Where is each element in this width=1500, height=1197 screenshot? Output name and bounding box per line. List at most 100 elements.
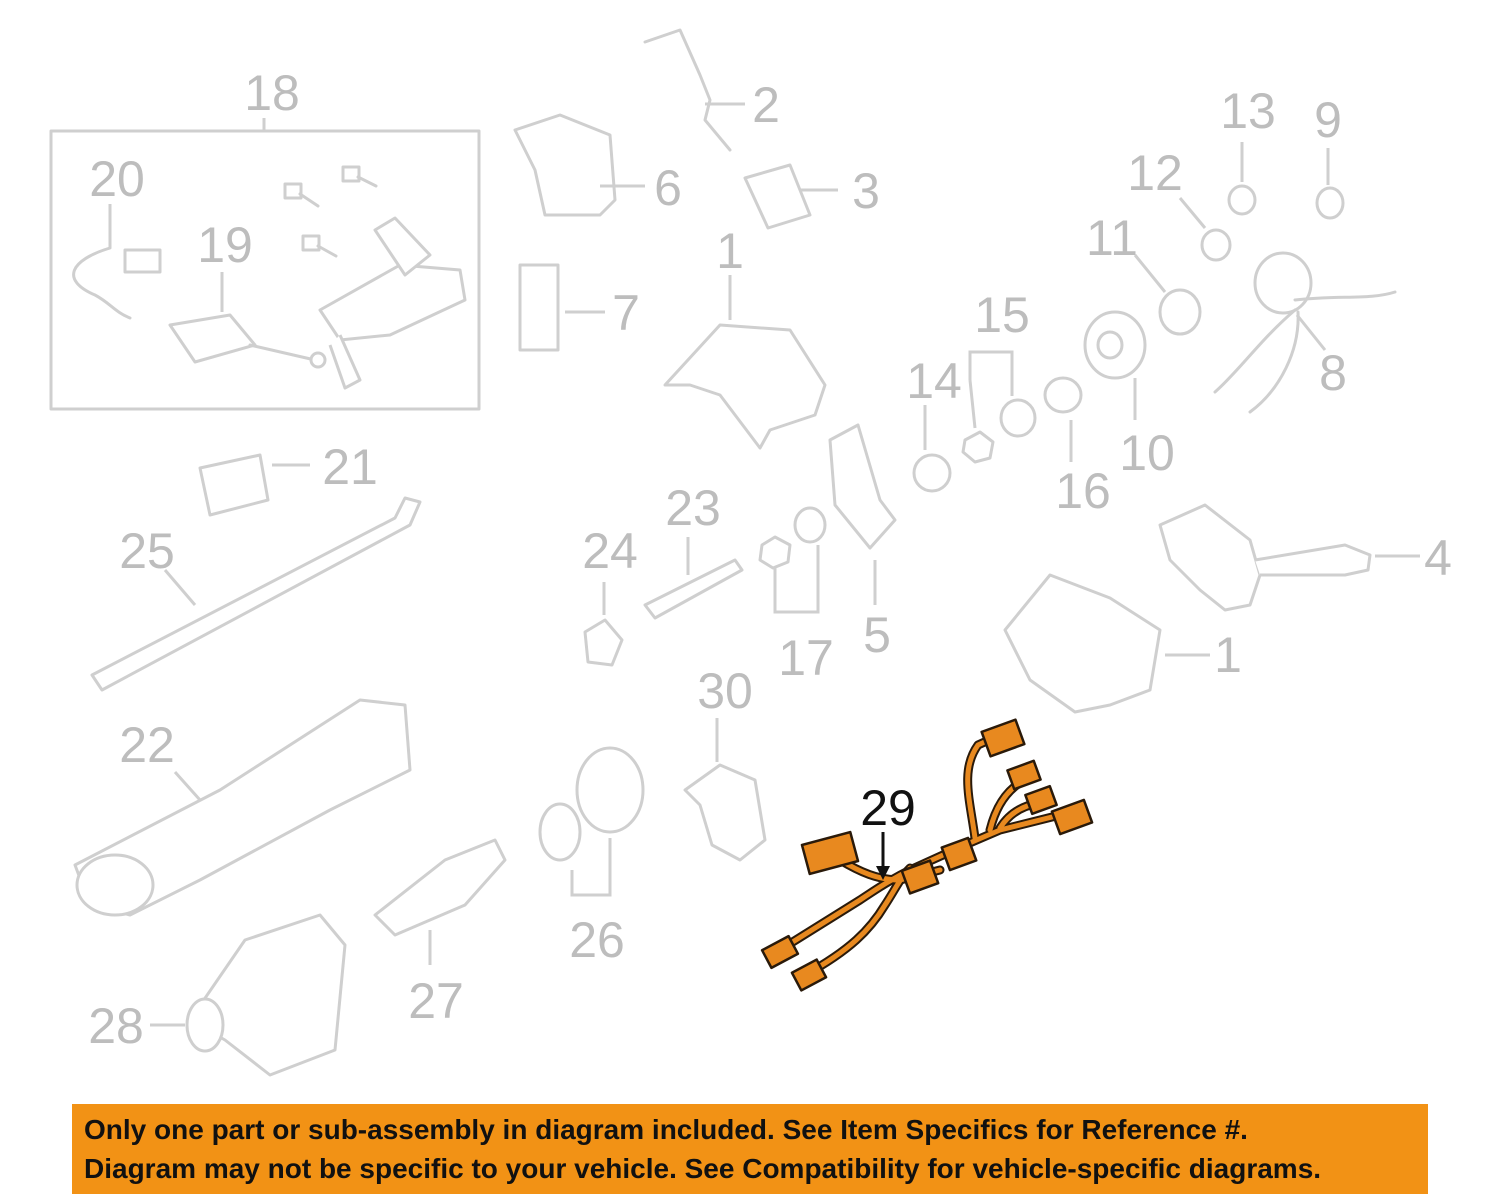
harness-connector-left (800, 830, 860, 876)
part-3 (743, 163, 812, 230)
harness-connector-2 (1006, 759, 1042, 791)
callout-20: 20 (89, 151, 145, 207)
part-29-harness (760, 718, 1094, 992)
leader-25 (163, 569, 197, 606)
leader-22 (173, 771, 202, 801)
leader-26 (570, 838, 612, 897)
leader-15b (968, 379, 977, 429)
callout-12: 12 (1127, 145, 1183, 201)
callout-25: 25 (119, 523, 175, 579)
callout-4: 4 (1424, 530, 1452, 586)
part-20-connector (123, 248, 162, 274)
part-7 (518, 263, 560, 352)
callout-27: 27 (408, 973, 464, 1029)
part-8 (1253, 251, 1313, 315)
part-19-rod (248, 343, 317, 362)
harness-clip-b (940, 836, 978, 872)
leader-11 (1133, 254, 1167, 293)
part-27 (373, 838, 507, 937)
callout-22: 22 (119, 717, 175, 773)
callout-8: 8 (1319, 345, 1347, 401)
part-18-bracket (318, 263, 467, 342)
callout-1b: 1 (1214, 627, 1242, 683)
part-14-bearing (912, 453, 952, 493)
part-1-upper-shroud (663, 323, 827, 450)
part-18-arm (328, 334, 362, 390)
part-23 (643, 558, 744, 620)
callout-21: 21 (322, 439, 378, 495)
callout-24: 24 (582, 523, 638, 579)
leader-29-arrow (876, 866, 890, 880)
disclaimer-line-2: Diagram may not be specific to your vehi… (84, 1153, 1322, 1184)
part-2 (643, 28, 732, 152)
part-11 (1158, 288, 1202, 336)
part-16 (1043, 376, 1083, 414)
callout-5: 5 (863, 607, 891, 663)
callout-3: 3 (852, 163, 880, 219)
callout-16: 16 (1055, 463, 1111, 519)
callout-1a: 1 (716, 223, 744, 279)
leader-15 (968, 350, 1014, 396)
leader-8 (1295, 314, 1327, 351)
callout-19: 19 (197, 217, 253, 273)
callout-29: 29 (860, 780, 916, 836)
callout-17: 17 (778, 630, 834, 686)
part-4 (1158, 503, 1262, 612)
callout-23: 23 (665, 480, 721, 536)
part-6 (513, 113, 617, 217)
callout-28: 28 (88, 998, 144, 1054)
callout-18: 18 (244, 65, 300, 121)
part-10-bore (1096, 330, 1124, 360)
part-13 (1227, 184, 1257, 216)
callout-9: 9 (1314, 92, 1342, 148)
part-21 (198, 453, 270, 517)
callout-30: 30 (697, 663, 753, 719)
harness-connector-bottom-a (760, 934, 800, 970)
callout-7: 7 (612, 285, 640, 341)
callout-14: 14 (906, 353, 962, 409)
leader-12 (1178, 197, 1207, 229)
parts-diagram: 1 1 2 3 4 5 6 7 8 9 10 11 12 13 14 15 16… (49, 28, 1452, 1077)
callout-6: 6 (654, 160, 682, 216)
screw-icons (283, 165, 378, 258)
part-22-end (75, 853, 155, 917)
callout-10: 10 (1119, 425, 1175, 481)
part-9 (1315, 186, 1345, 220)
harness-connector-top (980, 718, 1026, 758)
part-19 (168, 313, 257, 364)
callout-26: 26 (569, 912, 625, 968)
part-20-cable (72, 246, 132, 320)
part-15-nut (961, 430, 995, 464)
part-24 (583, 618, 624, 667)
part-8-wire-b (1213, 308, 1297, 394)
harness-connector-3 (1024, 784, 1058, 816)
part-25 (90, 496, 422, 692)
part-19-eye (309, 351, 327, 369)
part-28-mouth (185, 997, 225, 1053)
harness-connector-4 (1050, 798, 1094, 836)
harness-clip-a (900, 859, 940, 895)
part-12 (1200, 228, 1232, 262)
part-26-bushing (538, 802, 582, 862)
part-8-wire-a (1293, 290, 1397, 302)
part-28 (188, 913, 347, 1077)
part-8-wire-c (1248, 310, 1300, 414)
part-17-nut (758, 535, 792, 570)
part-26-bearing (575, 746, 645, 834)
part-4-stalk (1254, 543, 1372, 577)
part-30 (683, 763, 767, 862)
callout-13: 13 (1220, 83, 1276, 139)
callout-2: 2 (752, 77, 780, 133)
disclaimer-banner: Only one part or sub-assembly in diagram… (72, 1104, 1428, 1194)
part-15-bearing (999, 398, 1037, 438)
part-18-lever (373, 216, 432, 277)
callout-15: 15 (974, 287, 1030, 343)
part-10 (1083, 310, 1147, 380)
disclaimer-line-1: Only one part or sub-assembly in diagram… (84, 1114, 1248, 1145)
harness-connector-bottom-b (790, 958, 828, 992)
leader-17 (773, 545, 820, 614)
part-17-bearing (793, 506, 827, 544)
part-5 (828, 423, 897, 550)
callout-11: 11 (1086, 210, 1138, 266)
